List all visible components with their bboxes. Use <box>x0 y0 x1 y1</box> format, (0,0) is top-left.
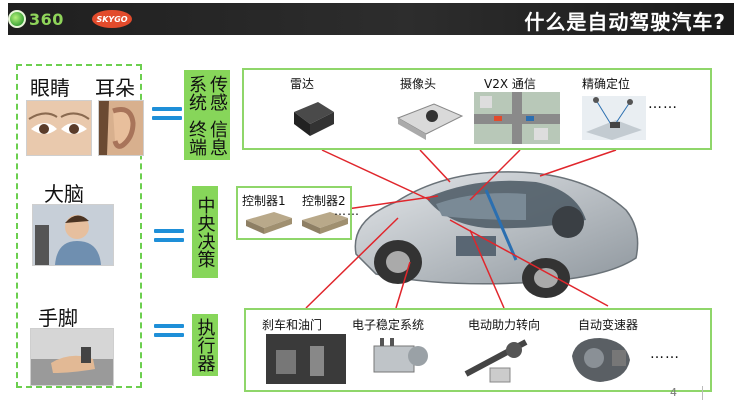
sensor-label-positioning: 精确定位 <box>582 77 631 91</box>
ecu-icon <box>302 212 348 234</box>
gearbox-icon <box>572 338 630 382</box>
controller-2-image <box>300 210 350 236</box>
actuator-label-esc: 电子稳定系统 <box>352 318 425 332</box>
page-number: 4 <box>670 386 677 399</box>
brain-photo <box>32 204 114 266</box>
sensor-label-radar: 雷达 <box>290 77 315 91</box>
human-analogy-panel <box>16 64 142 388</box>
actuator-label-transmission: 自动变速器 <box>578 318 639 332</box>
brake-image <box>266 334 346 384</box>
ecu-icon <box>246 212 292 234</box>
page-title: 什么是自动驾驶汽车? <box>524 10 726 34</box>
label-ears: 耳朵 <box>95 76 135 100</box>
controller-label-1: 控制器1 <box>242 194 286 208</box>
controller-1-image <box>244 210 294 236</box>
camera-icon <box>396 103 464 140</box>
v2x-city-icon <box>474 92 560 144</box>
esc-module-icon <box>373 338 428 373</box>
tag-info-terminal: 信息终端 <box>186 119 228 156</box>
radar-image <box>288 96 338 142</box>
controllers-ellipsis: …… <box>334 204 360 218</box>
positioning-image <box>582 96 646 140</box>
car-image <box>336 150 648 310</box>
limbs-photo <box>30 328 114 386</box>
equals-icon <box>154 229 184 243</box>
actuators-ellipsis: …… <box>650 346 680 362</box>
equals-icon <box>152 107 182 121</box>
logo-skygo: SKYGO <box>92 10 132 28</box>
tag-sensing-system: 传感系统 <box>186 74 228 111</box>
tag-decision: 中央决策 <box>192 186 218 278</box>
label-eyes: 眼睛 <box>30 76 70 100</box>
controller-label-2: 控制器2 <box>302 194 346 208</box>
pedal-icon <box>266 334 346 384</box>
eye-icon <box>27 101 91 155</box>
sensor-label-v2x: V2X 通信 <box>484 77 536 91</box>
radar-icon <box>294 102 334 136</box>
hand-icon <box>31 329 113 385</box>
logo-text: 360 <box>29 9 64 29</box>
ear-icon <box>99 101 143 155</box>
eyes-photo <box>26 100 92 156</box>
positioning-icon <box>582 96 646 140</box>
thinking-man-icon <box>33 205 113 265</box>
label-brain: 大脑 <box>44 182 84 206</box>
actuator-label-brake: 刹车和油门 <box>262 318 323 332</box>
v2x-image <box>474 92 560 144</box>
sensor-label-camera: 摄像头 <box>400 77 437 91</box>
ear-photo <box>98 100 144 156</box>
divider <box>702 386 703 400</box>
equals-icon <box>154 324 184 338</box>
label-limbs: 手脚 <box>38 306 78 330</box>
car-cutaway-icon <box>354 171 639 298</box>
logo-360: 360 <box>8 8 64 30</box>
camera-image <box>394 98 466 142</box>
tag-actuator: 执行器 <box>192 314 218 376</box>
logo-ball-icon <box>8 10 26 28</box>
eps-image <box>460 334 546 386</box>
sensors-ellipsis: …… <box>648 96 678 112</box>
esc-image <box>360 334 440 384</box>
actuator-label-eps: 电动助力转向 <box>468 318 541 332</box>
steering-column-icon <box>464 339 528 383</box>
transmission-image <box>566 332 636 386</box>
tag-sensing: 传感系统 信息终端 <box>184 70 230 160</box>
